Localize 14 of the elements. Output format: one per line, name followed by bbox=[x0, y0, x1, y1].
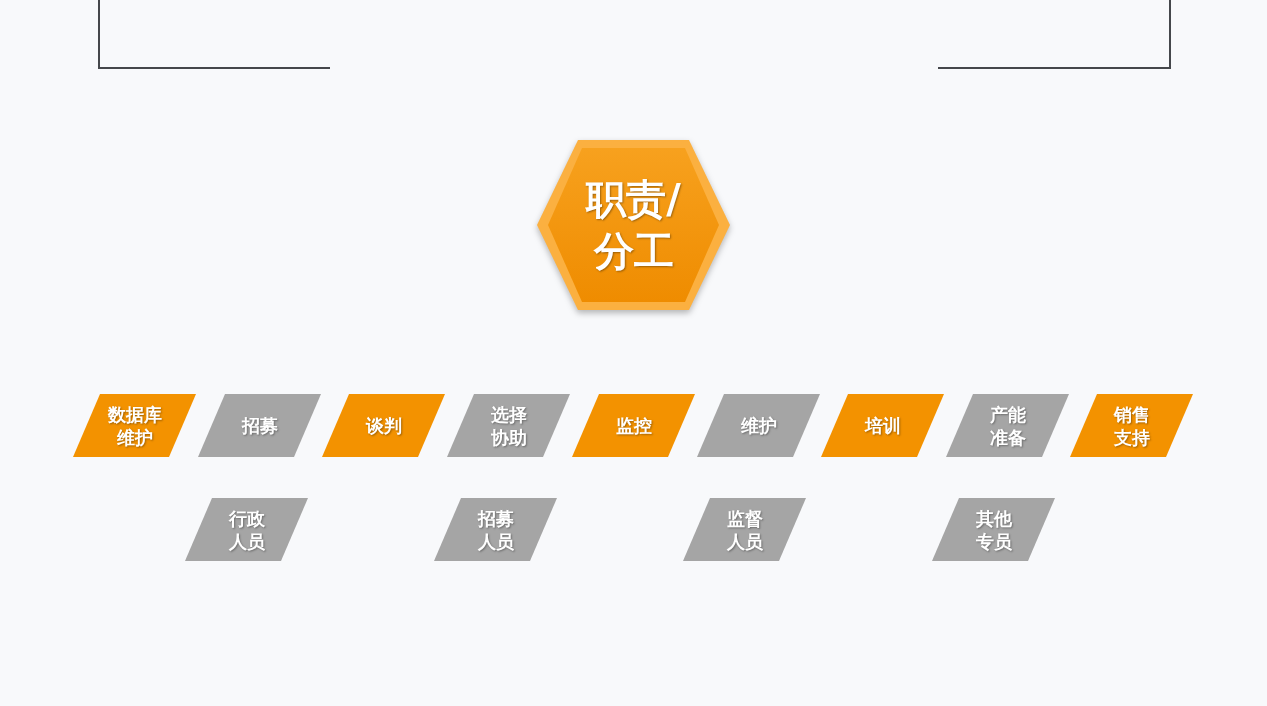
parallelogram-tile: 谈判 bbox=[322, 394, 445, 457]
parallelogram-tile: 培训 bbox=[821, 394, 944, 457]
parallelogram-tile: 维护 bbox=[697, 394, 820, 457]
parallelogram-tile: 监督人员 bbox=[683, 498, 806, 561]
parallelogram-tile: 其他专员 bbox=[932, 498, 1055, 561]
hexagon-badge: 职责/分工 bbox=[537, 140, 730, 310]
parallelogram-tile: 选择协助 bbox=[447, 394, 570, 457]
parallelogram-tile: 监控 bbox=[572, 394, 695, 457]
parallelogram-tile: 数据库维护 bbox=[73, 394, 196, 457]
parallelogram-tile: 行政人员 bbox=[185, 498, 308, 561]
parallelogram-tile: 产能准备 bbox=[946, 394, 1069, 457]
parallelogram-tile: 招募人员 bbox=[434, 498, 557, 561]
parallelogram-tile: 销售支持 bbox=[1070, 394, 1193, 457]
parallelogram-tile: 招募 bbox=[198, 394, 321, 457]
